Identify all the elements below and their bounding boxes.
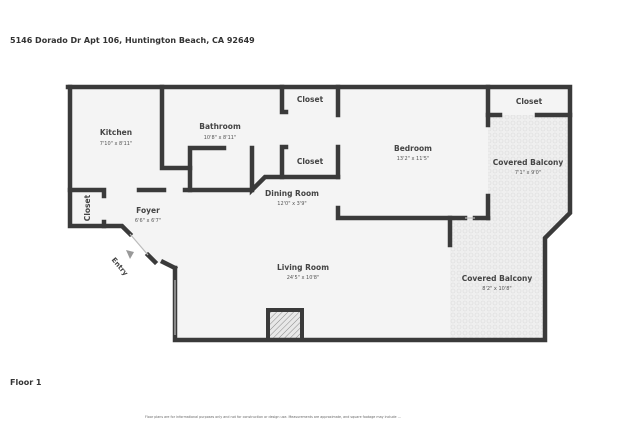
floor-label: Floor 1 <box>10 378 42 387</box>
living-name: Living Room <box>277 263 329 272</box>
foyer-dims: 6'6" x 6'7" <box>135 218 161 224</box>
foyer-name: Foyer <box>136 206 160 215</box>
balcony-upper-dims: 7'1" x 9'0" <box>515 170 541 176</box>
address-title: 5146 Dorado Dr Apt 106, Huntington Beach… <box>10 36 255 45</box>
entry-label: Entry <box>110 256 130 278</box>
walls <box>65 84 573 343</box>
closet-mid-name: Closet <box>297 157 324 166</box>
bathroom-dims: 10'8" x 8'11" <box>204 135 237 141</box>
closet-top-name: Closet <box>297 95 324 104</box>
closet-right-name: Closet <box>516 97 543 106</box>
dining-name: Dining Room <box>265 189 319 198</box>
windows-doors <box>129 217 475 335</box>
balcony-lower-floor <box>450 218 545 340</box>
balcony-lower-dims: 8'2" x 10'8" <box>482 286 511 292</box>
living-dims: 24'5" x 10'8" <box>287 275 320 281</box>
dining-dims: 12'0" x 3'9" <box>277 201 306 207</box>
closet-foyer-name: Closet <box>83 194 92 221</box>
bathroom-name: Bathroom <box>199 122 241 131</box>
fireplace <box>266 308 304 342</box>
bedroom-dims: 13'2" x 11'5" <box>397 156 430 162</box>
disclaimer: Floor plans are for informational purpos… <box>145 415 401 419</box>
balcony-lower-name: Covered Balcony <box>462 274 533 283</box>
balcony-upper-floor <box>488 115 570 238</box>
entry-arrow-icon <box>126 250 134 259</box>
bedroom-name: Bedroom <box>394 144 432 153</box>
kitchen-dims: 7'10" x 8'11" <box>100 141 133 147</box>
kitchen-name: Kitchen <box>100 128 132 137</box>
balcony-upper-name: Covered Balcony <box>493 158 564 167</box>
